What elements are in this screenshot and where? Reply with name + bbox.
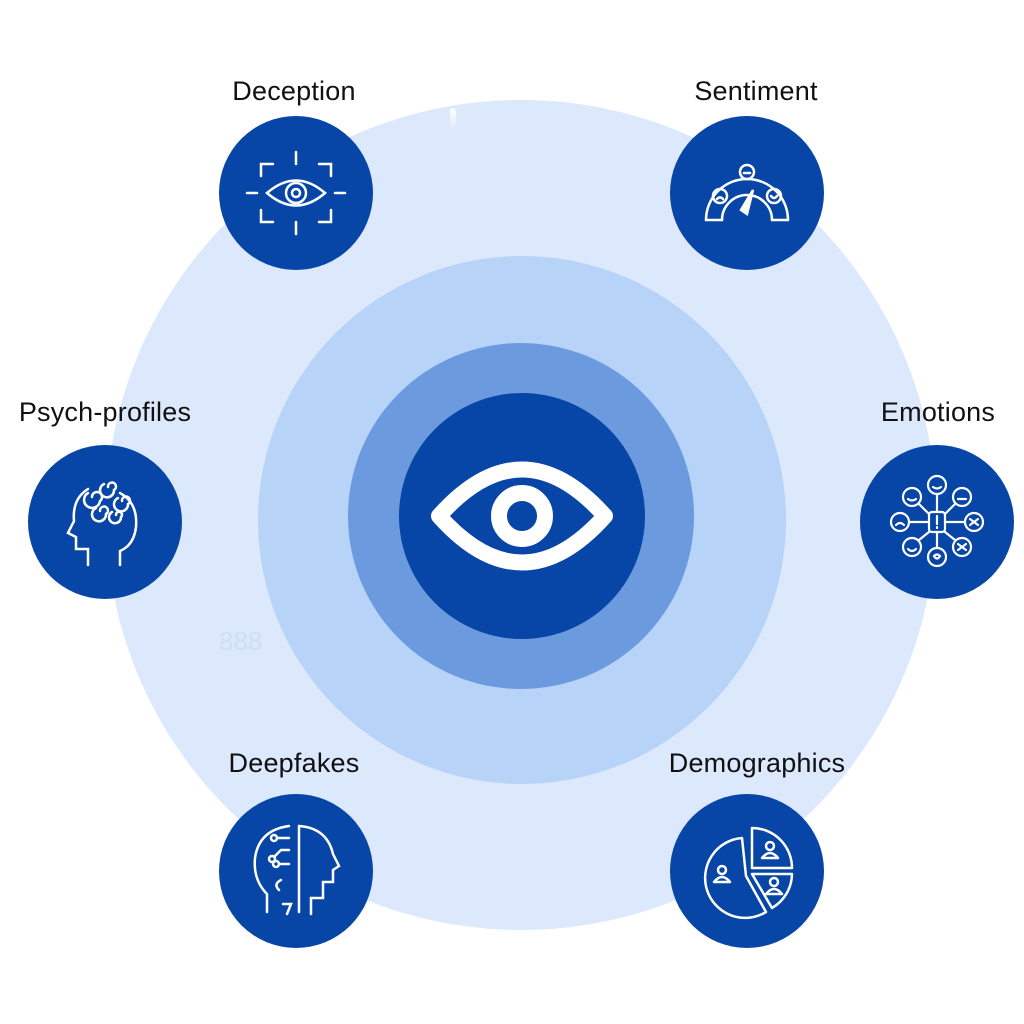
node-deception[interactable]	[219, 116, 373, 270]
faint-watermark-text: 888	[219, 626, 263, 656]
node-demographics[interactable]	[670, 794, 824, 948]
node-sentiment[interactable]	[670, 116, 824, 270]
scan-eye-icon	[245, 150, 347, 236]
label-psych-profiles: Psych-profiles	[18, 397, 192, 427]
emoji-network-icon	[889, 474, 985, 568]
pie-people-icon	[703, 826, 794, 920]
eye-icon	[431, 461, 613, 571]
center-core	[399, 393, 645, 639]
ai-head-icon	[253, 824, 341, 916]
label-emotions: Emotions	[880, 397, 996, 427]
sentiment-gauge-icon	[704, 163, 790, 222]
label-deepfakes: Deepfakes	[228, 748, 360, 778]
node-deepfakes[interactable]	[219, 794, 373, 948]
spiral-head-icon	[66, 481, 138, 567]
label-demographics: Demographics	[668, 748, 846, 778]
node-psych-profiles[interactable]	[28, 445, 182, 599]
ring-tick-mark	[450, 108, 456, 130]
label-sentiment: Sentiment	[694, 76, 818, 106]
label-deception: Deception	[232, 76, 356, 106]
node-emotions[interactable]	[860, 445, 1014, 599]
